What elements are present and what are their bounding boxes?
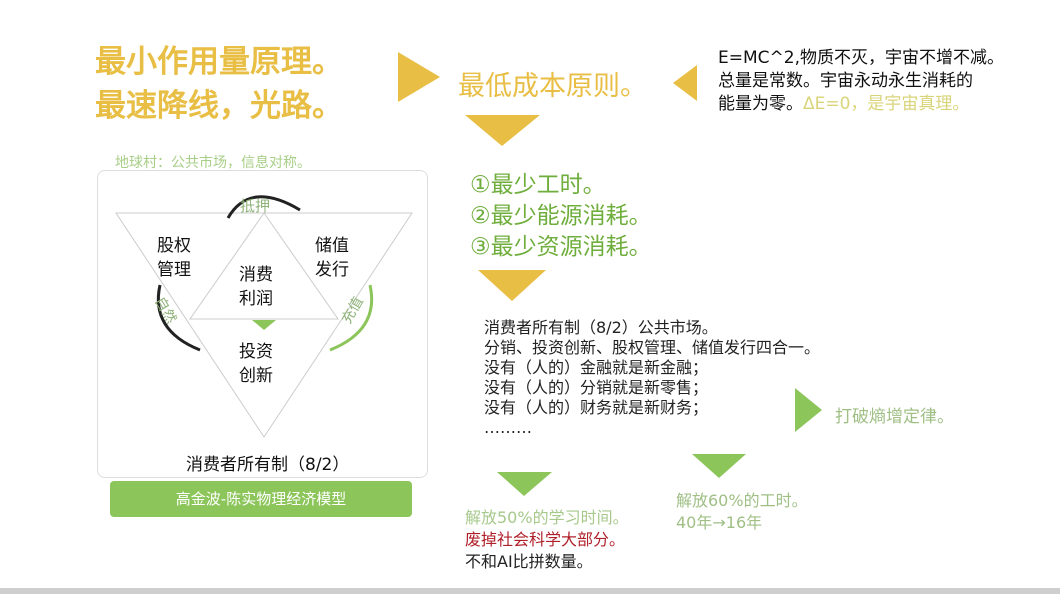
br-line: 40年→16年 xyxy=(676,513,763,532)
principle-text: 最低成本原则。 xyxy=(458,71,647,102)
block-line: 分销、投资创新、股权管理、储值发行四合一。 xyxy=(484,338,821,357)
consumption-profit: 消费 利润 xyxy=(239,265,273,309)
model-banner: 高金波-陈实物理经济模型 xyxy=(110,481,412,517)
block-line: 消费者所有制（8/2）公共市场。 xyxy=(484,318,718,337)
model-caption: 地球村：公共市场，信息对称。 xyxy=(115,155,311,171)
down-arrow-icon xyxy=(692,454,746,478)
stored-value-issuance: 储值 发行 xyxy=(315,236,349,280)
entropy-text: 打破熵增定律。 xyxy=(835,407,954,427)
physics-line: 总量是常数。宇宙永动永生消耗的 xyxy=(718,71,973,91)
headline-line: 最小作用量原理。 xyxy=(95,44,343,80)
headline-line: 最速降线，光路。 xyxy=(95,88,343,124)
minimum-item: ③最少资源消耗。 xyxy=(470,234,652,260)
block-line: 没有（人的）金融就是新金融； xyxy=(484,358,709,377)
headline: 最小作用量原理。 最速降线，光路。 xyxy=(95,40,343,128)
model-box xyxy=(97,170,428,478)
physics-highlight: ΔE=0，是宇宙真理。 xyxy=(803,94,970,114)
equity-management: 股权 管理 xyxy=(157,236,191,280)
minimum-item: ②最少能源消耗。 xyxy=(470,203,652,229)
small-down-arrow-icon xyxy=(252,320,276,330)
ownership-block: 消费者所有制（8/2）公共市场。 分销、投资创新、股权管理、储值发行四合一。 没… xyxy=(484,318,820,438)
br-line: 解放60%的工时。 xyxy=(676,491,808,510)
arc-top-label: 抵押 xyxy=(240,197,271,215)
down-arrow-icon xyxy=(465,115,540,146)
investment-innovation: 投资 创新 xyxy=(239,342,273,386)
left-arrow-icon xyxy=(673,65,697,101)
arc-left-icon xyxy=(156,284,201,352)
right-arrow-icon xyxy=(398,52,440,102)
block-line: 没有（人的）分销就是新零售； xyxy=(484,378,709,397)
minimums-list: ①最少工时。 ②最少能源消耗。 ③最少资源消耗。 xyxy=(470,170,652,263)
inner-triangle xyxy=(189,212,339,320)
bl-line: 废掉社会科学大部分。 xyxy=(465,530,626,549)
physics-line: E=MC^2,物质不灭，宇宙不增不减。 xyxy=(718,48,1004,68)
right-arrow-icon xyxy=(795,388,822,432)
block-line: ……… xyxy=(484,418,532,437)
bottom-right-text: 解放60%的工时。 40年→16年 xyxy=(676,490,808,534)
down-arrow-icon xyxy=(478,270,546,301)
bl-line: 不和AI比拼数量。 xyxy=(465,552,593,571)
physics-text: E=MC^2,物质不灭，宇宙不增不减。 总量是常数。宇宙永动永生消耗的 能量为零… xyxy=(718,47,1004,116)
bottom-left-text: 解放50%的学习时间。 废掉社会科学大部分。 不和AI比拼数量。 xyxy=(465,507,629,573)
bl-line: 解放50%的学习时间。 xyxy=(465,508,629,527)
arc-top-icon xyxy=(226,195,301,219)
down-arrow-icon xyxy=(497,472,552,496)
minimum-item: ①最少工时。 xyxy=(470,172,606,198)
physics-line: 能量为零。 xyxy=(718,94,803,114)
model-footer: 消费者所有制（8/2） xyxy=(186,455,350,475)
bottom-bar xyxy=(0,588,1060,594)
block-line: 没有（人的）财务就是新财务； xyxy=(484,398,709,417)
arc-right-icon xyxy=(329,284,374,352)
